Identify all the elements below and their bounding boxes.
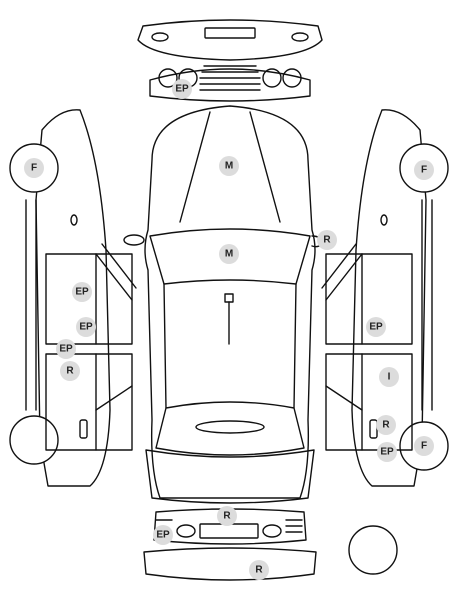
car-top-view <box>123 105 323 504</box>
marker-label: EP <box>369 322 383 333</box>
rear-bumper <box>143 547 317 581</box>
marker-label: EP <box>380 447 394 458</box>
marker-label: I <box>388 372 391 383</box>
marker-m-windshield[interactable]: M <box>219 244 239 264</box>
marker-label: EP <box>156 530 170 541</box>
marker-m-hood[interactable]: M <box>219 156 239 176</box>
marker-r-left-rear-door[interactable]: R <box>60 361 80 381</box>
marker-i-right-rear-door[interactable]: I <box>379 367 399 387</box>
marker-label: R <box>223 511 231 522</box>
marker-f-right-rear-tire[interactable]: F <box>414 436 434 456</box>
marker-ep-rear-left-light[interactable]: EP <box>153 525 173 545</box>
marker-r-rear-bumper[interactable]: R <box>249 560 269 580</box>
marker-r-right-rear-handle[interactable]: R <box>376 415 396 435</box>
marker-label: R <box>323 235 331 246</box>
marker-ep-left-front-door[interactable]: EP <box>72 282 92 302</box>
marker-f-left-front-tire[interactable]: F <box>24 158 44 178</box>
marker-r-rear-top[interactable]: R <box>217 506 237 526</box>
marker-label: R <box>382 420 390 431</box>
spare-tire <box>348 525 398 575</box>
marker-label: EP <box>59 344 73 355</box>
marker-label: F <box>421 441 427 452</box>
marker-ep-right-rear-quarter[interactable]: EP <box>377 442 397 462</box>
marker-label: M <box>225 161 233 172</box>
left-side-view <box>9 109 137 487</box>
marker-label: R <box>255 565 263 576</box>
marker-ep-left-front-door-lower[interactable]: EP <box>76 317 96 337</box>
marker-label: EP <box>79 322 93 333</box>
marker-ep-left-pillar[interactable]: EP <box>56 339 76 359</box>
marker-ep-front[interactable]: EP <box>172 79 192 99</box>
marker-label: F <box>421 165 427 176</box>
front-bumper <box>137 19 323 61</box>
marker-f-right-front-tire[interactable]: F <box>414 160 434 180</box>
marker-label: EP <box>175 84 189 95</box>
marker-r-right-mirror[interactable]: R <box>317 230 337 250</box>
marker-label: F <box>31 163 37 174</box>
marker-label: EP <box>75 287 89 298</box>
front-view <box>149 65 311 102</box>
marker-label: R <box>66 366 74 377</box>
marker-label: M <box>225 249 233 260</box>
marker-ep-right-front-door[interactable]: EP <box>366 317 386 337</box>
